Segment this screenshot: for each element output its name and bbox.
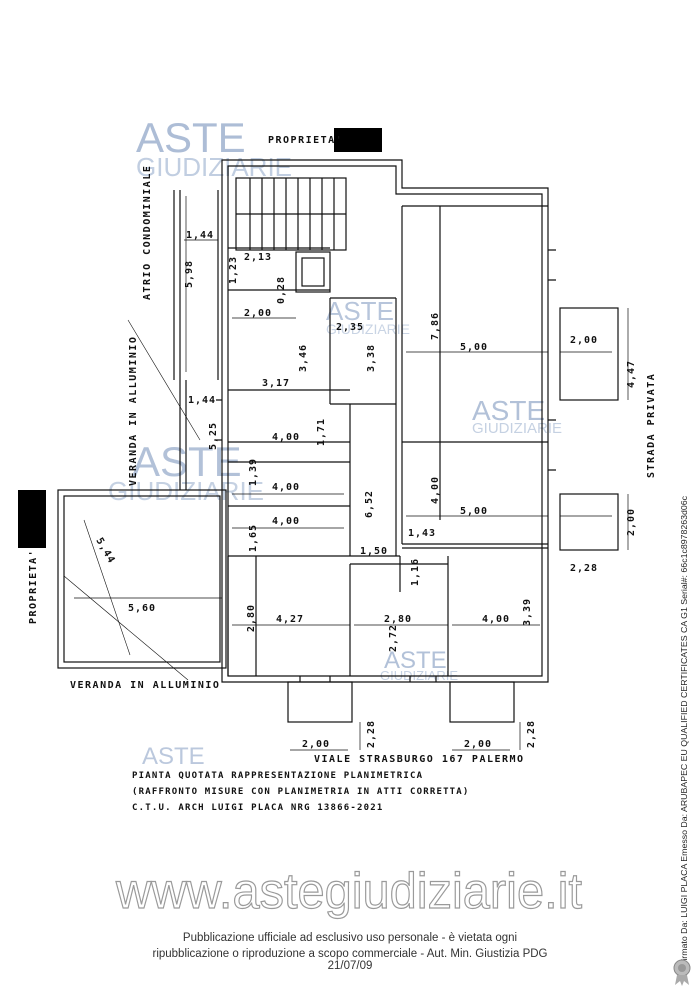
- plan-caption: PIANTA QUOTATA RAPPRESENTAZIONE PLANIMET…: [132, 771, 470, 813]
- label-veranda-upper: VERANDA IN ALLUMINIO: [128, 336, 139, 486]
- svg-text:C.T.U. ARCH LUIGI PLACA NRG 1: C.T.U. ARCH LUIGI PLACA NRG 13866-2021: [132, 803, 384, 813]
- svg-text:1,23: 1,23: [228, 256, 239, 284]
- dimension-values: 1,44 5,98 2,13 1,23 0,28 2,00 2,35 3,46 …: [93, 230, 637, 750]
- publication-notice-line1: Pubblicazione ufficiale ad esclusivo uso…: [182, 932, 518, 944]
- svg-text:3,17: 3,17: [262, 378, 290, 389]
- svg-text:4,47: 4,47: [626, 360, 637, 388]
- svg-text:1,43: 1,43: [408, 528, 436, 539]
- svg-text:ASTE: ASTE: [472, 395, 545, 426]
- svg-text:4,00: 4,00: [272, 516, 300, 527]
- svg-text:5,98: 5,98: [184, 260, 195, 288]
- svg-text:2,00: 2,00: [464, 739, 492, 750]
- svg-text:1,16: 1,16: [410, 558, 421, 586]
- svg-text:7,86: 7,86: [430, 312, 441, 340]
- svg-text:2,35: 2,35: [336, 322, 364, 333]
- watermark-logo-center: ASTE GIUDIZIARIE: [326, 296, 410, 337]
- svg-text:5,00: 5,00: [460, 342, 488, 353]
- svg-text:6,52: 6,52: [364, 490, 375, 518]
- svg-text:2,28: 2,28: [526, 720, 537, 748]
- svg-text:4,00: 4,00: [272, 432, 300, 443]
- svg-text:5,44: 5,44: [93, 536, 117, 566]
- svg-text:5,25: 5,25: [208, 422, 219, 450]
- svg-text:2,80: 2,80: [384, 614, 412, 625]
- walls: [57, 159, 619, 723]
- watermark-logo-caption: ASTE: [142, 743, 205, 770]
- svg-text:4,00: 4,00: [430, 476, 441, 504]
- label-street: VIALE STRASBURGO 167 PALERMO: [314, 754, 525, 765]
- svg-text:5,00: 5,00: [460, 506, 488, 517]
- svg-text:GIUDIZIARIE: GIUDIZIARIE: [136, 152, 292, 182]
- svg-text:2,00: 2,00: [302, 739, 330, 750]
- leader-lines: [63, 319, 201, 681]
- watermark-logo-right: ASTE GIUDIZIARIE: [472, 395, 562, 437]
- svg-text:2,28: 2,28: [366, 720, 377, 748]
- svg-text:1,65: 1,65: [248, 524, 259, 552]
- dimension-lines: [74, 196, 629, 751]
- svg-text:ASTE: ASTE: [132, 438, 242, 485]
- svg-text:3,39: 3,39: [522, 598, 533, 626]
- label-owner-top: PROPRIETA': [268, 135, 343, 146]
- svg-text:0,28: 0,28: [276, 276, 287, 304]
- svg-text:ASTE: ASTE: [136, 114, 246, 161]
- svg-text:GIUDIZIARIE: GIUDIZIARIE: [472, 420, 562, 437]
- svg-text:PIANTA QUOTATA RAPPRESENTAZION: PIANTA QUOTATA RAPPRESENTAZIONE PLANIMET…: [132, 771, 423, 781]
- publication-notice-line2: ripubblicazione o riproduzione a scopo c…: [152, 948, 548, 972]
- svg-text:3,46: 3,46: [298, 344, 309, 372]
- svg-text:4,27: 4,27: [276, 614, 304, 625]
- svg-text:ASTE: ASTE: [326, 296, 394, 326]
- svg-text:4,00: 4,00: [272, 482, 300, 493]
- svg-text:GIUDIZIARIE: GIUDIZIARIE: [326, 321, 410, 337]
- redaction-left: [18, 490, 46, 548]
- seal-icon: [673, 959, 691, 986]
- svg-text:2,00: 2,00: [626, 508, 637, 536]
- svg-text:1,71: 1,71: [316, 418, 327, 446]
- svg-text:1,44: 1,44: [186, 230, 214, 241]
- label-veranda-lower: VERANDA IN ALLUMINIO: [70, 680, 220, 691]
- watermark-logo-top: ASTE GIUDIZIARIE: [136, 114, 292, 182]
- svg-text:1,50: 1,50: [360, 546, 388, 557]
- svg-text:2,72: 2,72: [388, 624, 399, 652]
- label-private-road: STRADA PRIVATA: [646, 373, 657, 478]
- watermark-logo-left: ASTE GIUDIZIARIE: [108, 438, 264, 506]
- redaction-top: [334, 128, 382, 152]
- svg-text:ASTE: ASTE: [384, 647, 447, 674]
- svg-text:1,44: 1,44: [188, 395, 216, 406]
- svg-text:(RAFFRONTO MISURE CON PLANIMET: (RAFFRONTO MISURE CON PLANIMETRIA IN ATT…: [132, 787, 470, 797]
- svg-text:2,13: 2,13: [244, 252, 272, 263]
- website-watermark: www.astegiudiziarie.it: [115, 863, 582, 919]
- label-owner-left: PROPRIETA': [28, 549, 39, 624]
- svg-text:4,00: 4,00: [482, 614, 510, 625]
- svg-text:3,38: 3,38: [366, 344, 377, 372]
- svg-text:2,00: 2,00: [244, 308, 272, 319]
- svg-text:2,00: 2,00: [570, 335, 598, 346]
- svg-text:5,60: 5,60: [128, 603, 156, 614]
- svg-text:2,28: 2,28: [570, 563, 598, 574]
- digital-signature: Firmato Da: LUIGI PLACA Emesso Da: ARUBA…: [680, 496, 689, 966]
- label-atrium: ATRIO CONDOMINIALE: [142, 165, 153, 300]
- svg-text:ASTE: ASTE: [142, 743, 205, 770]
- svg-text:2,80: 2,80: [246, 604, 257, 632]
- svg-text:1,39: 1,39: [248, 458, 259, 486]
